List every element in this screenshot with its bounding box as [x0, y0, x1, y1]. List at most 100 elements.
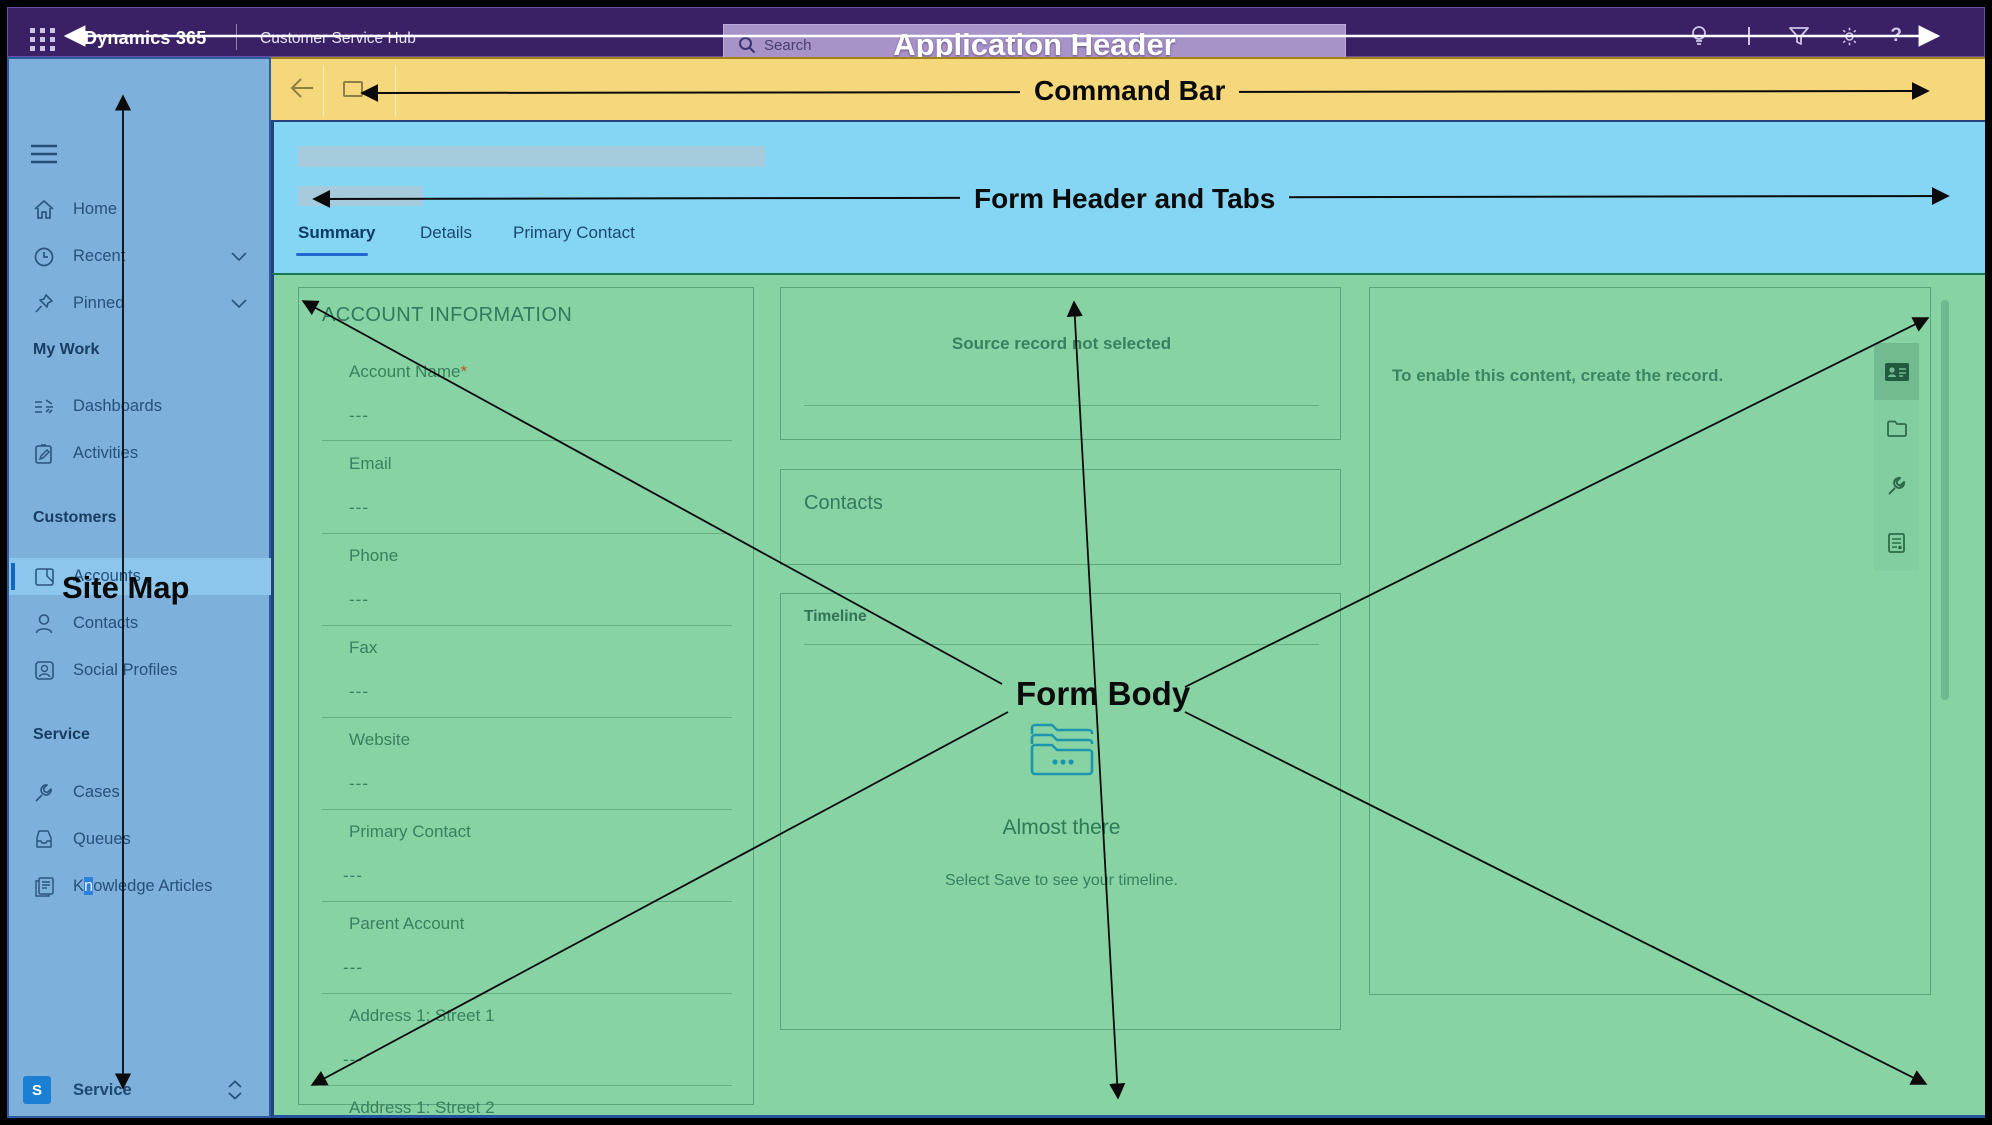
- sidebar-section-service: Service: [33, 726, 90, 743]
- app-name[interactable]: Customer Service Hub: [260, 30, 416, 47]
- field-label: Primary Contact: [349, 822, 471, 841]
- tool-cases[interactable]: [1874, 457, 1919, 514]
- sidebar-item-social-profiles[interactable]: Social Profiles: [9, 652, 273, 689]
- sidebar-item-pinned[interactable]: Pinned: [9, 285, 273, 322]
- field-value[interactable]: ---: [349, 682, 369, 701]
- timeline-empty-hint: Select Save to see your timeline.: [944, 872, 1178, 889]
- sidebar-item-dashboards[interactable]: Dashboards: [9, 388, 273, 425]
- source-record-card: Source record not selected: [780, 287, 1341, 440]
- section-title: ACCOUNT INFORMATION: [322, 304, 573, 326]
- plus-icon[interactable]: [1739, 26, 1759, 46]
- timeline-card: Timeline Almost there Select Save to see…: [780, 593, 1341, 1030]
- field-value[interactable]: ---: [349, 590, 369, 609]
- sidebar-item-label: Queues: [73, 830, 131, 848]
- product-logo[interactable]: Dynamics 365: [84, 28, 207, 48]
- app-launcher-icon[interactable]: [30, 28, 56, 52]
- sidebar-item-home[interactable]: Home: [9, 191, 273, 228]
- pin-icon: [33, 293, 55, 314]
- tab-primary-contact[interactable]: Primary Contact: [513, 223, 635, 242]
- sidebar-item-activities[interactable]: Activities: [9, 435, 273, 472]
- contacts-title: Contacts: [804, 492, 883, 514]
- sidebar-item-label: Activities: [73, 444, 139, 462]
- source-record-message: Source record not selected: [951, 334, 1172, 353]
- field-label: Account Name*: [349, 362, 468, 381]
- contacts-card: Contacts: [780, 469, 1341, 565]
- field-value[interactable]: ---: [343, 866, 363, 885]
- sidebar-item-label: Social Profiles: [73, 661, 178, 679]
- record-subtitle-placeholder: [298, 186, 423, 206]
- sidebar-item-label: Accounts: [73, 567, 141, 585]
- clipboard-icon: [33, 443, 55, 464]
- field-value[interactable]: ---: [349, 498, 369, 517]
- chevron-down-icon[interactable]: [231, 299, 247, 308]
- clock-icon: [33, 247, 55, 267]
- field-value[interactable]: ---: [343, 958, 363, 977]
- form-header: Summary Details Primary Contact: [271, 122, 1985, 273]
- field-label: Phone: [349, 546, 399, 565]
- sidebar-item-label: Recent: [73, 247, 126, 265]
- field-value[interactable]: ---: [349, 774, 369, 793]
- filter-icon[interactable]: [1789, 26, 1810, 46]
- command-divider: [395, 65, 396, 116]
- tool-contact-card[interactable]: [1874, 343, 1919, 400]
- field-label: Fax: [349, 638, 378, 657]
- queue-icon: [33, 830, 55, 849]
- sidebar-item-accounts[interactable]: Accounts: [9, 558, 273, 595]
- related-content-card: To enable this content, create the recor…: [1369, 287, 1931, 995]
- header-icon-group: ?: [1689, 25, 1902, 47]
- application-header: Dynamics 365 Customer Service Hub Search…: [7, 7, 1985, 66]
- folder-tab-icon: [1886, 420, 1907, 437]
- wrench-icon: [1887, 476, 1905, 495]
- sidebar-item-queues[interactable]: Queues: [9, 821, 273, 858]
- articles-icon: [33, 876, 55, 897]
- back-arrow-icon[interactable]: [289, 75, 315, 101]
- sidebar-item-knowledge-articles[interactable]: Knowledge Articles: [9, 868, 273, 905]
- hamburger-menu-icon[interactable]: [31, 144, 57, 164]
- field-label: Email: [349, 454, 392, 473]
- account-information-card: ACCOUNT INFORMATION Account Name* --- Em…: [298, 287, 754, 1117]
- sidebar-item-contacts[interactable]: Contacts: [9, 605, 273, 642]
- selected-indicator: [11, 563, 15, 590]
- help-icon[interactable]: ?: [1890, 25, 1902, 46]
- document-icon: [1888, 532, 1905, 553]
- sidebar-section-customers: Customers: [33, 509, 117, 526]
- area-badge: S: [23, 1076, 51, 1104]
- chevron-down-icon[interactable]: [231, 252, 247, 261]
- sidebar-item-recent[interactable]: Recent: [9, 238, 273, 275]
- text-selection-highlight: n: [84, 877, 94, 895]
- timeline-empty-title: Almost there: [1002, 816, 1121, 839]
- tool-folder[interactable]: [1874, 400, 1919, 457]
- lightbulb-icon[interactable]: [1689, 25, 1709, 47]
- timeline-folder-icon: [1030, 723, 1094, 776]
- area-switcher[interactable]: S Service: [9, 1068, 269, 1112]
- contact-card-icon: [1884, 362, 1909, 381]
- gear-icon[interactable]: [1839, 26, 1860, 47]
- related-tools-strip: [1874, 343, 1919, 571]
- home-icon: [33, 200, 55, 219]
- vertical-scrollbar[interactable]: [1941, 300, 1949, 700]
- field-label: Address 1: Street 2: [349, 1098, 495, 1117]
- person-icon: [33, 613, 55, 634]
- chevron-up-down-icon[interactable]: [227, 1080, 243, 1100]
- sidebar-item-label: Home: [73, 200, 118, 218]
- related-content-message: To enable this content, create the recor…: [1392, 366, 1724, 385]
- field-value[interactable]: ---: [343, 1050, 363, 1069]
- area-label: Service: [73, 1080, 132, 1099]
- field-label: Website: [349, 730, 411, 749]
- command-divider: [323, 65, 324, 116]
- tab-summary[interactable]: Summary: [298, 223, 376, 242]
- tool-document[interactable]: [1874, 514, 1919, 571]
- form-body: ACCOUNT INFORMATION Account Name* --- Em…: [271, 273, 1985, 1118]
- timeline-title: Timeline: [804, 608, 867, 625]
- dashboards-icon: [33, 398, 55, 416]
- site-map: Home Recent Pinned My Work Dashboards: [7, 57, 273, 1118]
- sidebar-item-label: Pinned: [73, 294, 125, 312]
- social-profile-icon: [33, 661, 55, 680]
- tab-details[interactable]: Details: [420, 223, 472, 242]
- sidebar-item-label: Dashboards: [73, 397, 162, 415]
- form-icon[interactable]: [343, 81, 363, 97]
- field-label: Parent Account: [349, 914, 465, 933]
- sidebar-item-cases[interactable]: Cases: [9, 774, 273, 811]
- field-value[interactable]: ---: [349, 406, 369, 425]
